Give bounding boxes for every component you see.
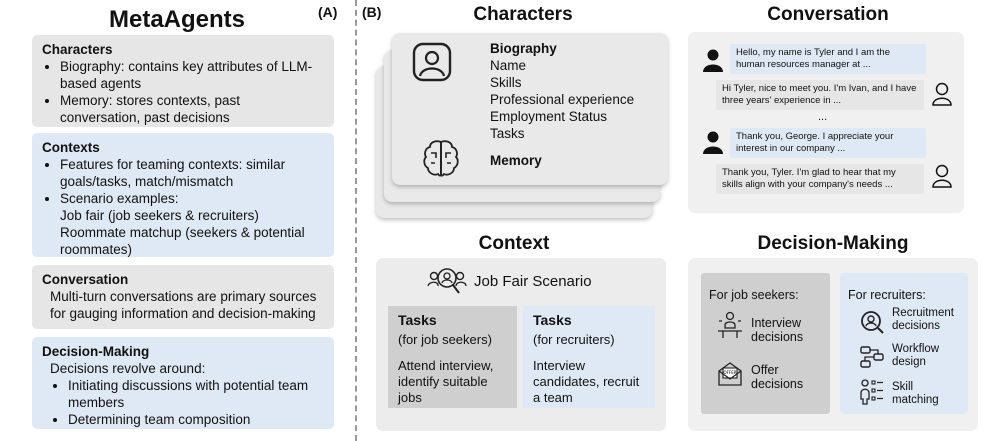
scenario-example: Job fair (job seekers & recruiters) <box>60 208 259 223</box>
seeker-tasks-text: Attend interview, identify suitable jobs <box>398 358 494 405</box>
contexts-box-title: Contexts <box>42 140 100 155</box>
contexts-box: Contexts Features for teaming contexts: … <box>32 133 334 257</box>
decision-item: Determining team composition <box>68 411 324 428</box>
biography-field: Tasks <box>490 126 525 141</box>
message-bubble: Hello, my name is Tyler and I am the hum… <box>730 44 926 74</box>
recruiter-tasks-sub: (for recruiters) <box>533 332 615 347</box>
context-title: Context <box>478 233 550 254</box>
recruiter-avatar-icon <box>703 49 723 72</box>
characters-item: Memory: stores contexts, past conversati… <box>60 92 324 126</box>
offer-letter-icon: OFFER <box>718 362 742 386</box>
skill-matching-icon <box>860 379 883 405</box>
recruiter-avatar-icon <box>703 131 723 154</box>
conversation-box-text: Multi-turn conversations are primary sou… <box>50 289 317 321</box>
decision-box: Decision-Making Decisions revolve around… <box>32 337 334 429</box>
decision-panel: For job seekers: Interview decisions OFF… <box>688 258 978 431</box>
recruiter-decisions-box: For recruiters: Recruitment decisions Wo… <box>840 273 968 414</box>
recruiter-tasks-box: Tasks (for recruiters) Interview candida… <box>523 306 655 408</box>
message-bubble: Thank you, Tyler. I'm glad to hear that … <box>716 164 924 194</box>
panel-a-label: (A) <box>318 4 338 20</box>
workflow-design-label: Workflow design <box>892 343 940 368</box>
context-panel: Job Fair Scenario Tasks (for job seekers… <box>376 258 666 431</box>
recruiter-tasks-title: Tasks <box>533 312 572 328</box>
person-profile-icon <box>412 42 452 82</box>
seeker-decisions-title: For job seekers: <box>709 288 799 302</box>
conversation-panel: Hello, my name is Tyler and I am the hum… <box>688 32 964 213</box>
recruitment-search-icon <box>861 311 884 334</box>
biography-field: Employment Status <box>490 109 608 124</box>
panel-divider <box>355 0 357 441</box>
message-bubble: Thank you, George. I appreciate your int… <box>730 128 926 158</box>
seeker-tasks-title: Tasks <box>398 312 437 328</box>
recruiter-tasks-text: Interview candidates, recruit a team <box>533 358 640 405</box>
decision-title: Decision-Making <box>757 233 909 254</box>
biography-field: Skills <box>490 75 522 90</box>
seeker-tasks-box: Tasks (for job seekers) Attend interview… <box>388 306 517 408</box>
conversation-ellipsis: ... <box>818 111 828 123</box>
svg-text:OFFER: OFFER <box>723 370 736 375</box>
characters-title: Characters <box>473 4 573 25</box>
characters-box-title: Characters <box>42 42 113 57</box>
conversation-title: Conversation <box>767 4 889 25</box>
recruitment-decisions-label: Recruitment decisions <box>892 307 954 332</box>
biography-heading: Biography <box>490 41 557 56</box>
scenario-title: Job Fair Scenario <box>474 273 592 290</box>
recruiter-decisions-title: For recruiters: <box>848 288 926 302</box>
skill-matching-label: Skill matching <box>892 381 939 406</box>
biography-field: Professional experience <box>490 92 635 107</box>
job-seeker-avatar-icon <box>932 82 952 106</box>
characters-item: Biography: contains key attributes of LL… <box>60 58 324 92</box>
brain-icon <box>423 140 459 177</box>
conversation-box-title: Conversation <box>42 272 129 287</box>
characters-box: Characters Biography: contains key attri… <box>32 35 334 127</box>
workflow-icon <box>860 346 884 368</box>
memory-heading: Memory <box>490 153 542 168</box>
contexts-item: Features for teaming contexts: similar g… <box>60 156 324 190</box>
interview-icon <box>718 311 742 338</box>
message-bubble: Hi Tyler, nice to meet you. I'm Ivan, an… <box>716 80 924 110</box>
biography-list: Biography Name Skills Professional exper… <box>490 40 634 142</box>
panel-a-title: MetaAgents <box>108 6 246 33</box>
contexts-item: Scenario examples: <box>60 190 324 207</box>
job-fair-icon <box>427 268 467 294</box>
interview-decisions-label: Interview decisions <box>751 316 804 344</box>
character-card: Biography Name Skills Professional exper… <box>392 33 668 185</box>
job-seeker-avatar-icon <box>932 164 952 188</box>
biography-field: Name <box>490 58 527 73</box>
seeker-decisions-box: For job seekers: Interview decisions OFF… <box>701 273 830 414</box>
decision-box-intro: Decisions revolve around: <box>50 361 206 376</box>
decision-item: Initiating discussions with potential te… <box>68 377 324 411</box>
conversation-box: Conversation Multi-turn conversations ar… <box>32 265 334 329</box>
panel-b-label: (B) <box>362 4 382 20</box>
seeker-tasks-sub: (for job seekers) <box>398 332 492 347</box>
scenario-example: Roommate matchup (seekers & potential ro… <box>60 225 305 257</box>
offer-decisions-label: Offer decisions <box>751 363 804 391</box>
decision-box-title: Decision-Making <box>42 344 150 359</box>
